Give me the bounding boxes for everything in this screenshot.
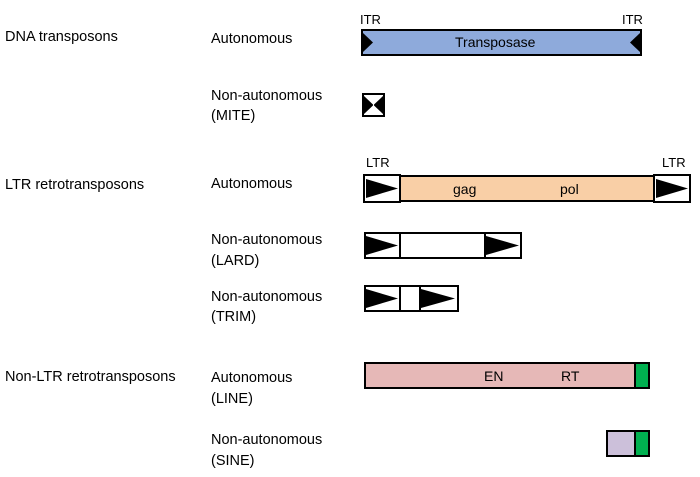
transposase-element	[361, 29, 642, 56]
sine-label-line1: Non-autonomous	[211, 432, 323, 448]
mite-label-line1: Non-autonomous	[211, 88, 323, 104]
category-ltr-retrotransposons: LTR retrotransposons	[5, 177, 145, 193]
dna-autonomous-label: Autonomous	[211, 31, 293, 47]
ltr-autonomous-label: Autonomous	[211, 176, 293, 192]
itr-right-label: ITR	[622, 12, 643, 27]
itr-left-triangle	[363, 33, 373, 52]
pol-label: pol	[560, 181, 579, 197]
category-non-ltr-retrotransposons: Non-LTR retrotransposons	[5, 369, 176, 385]
rt-label: RT	[561, 368, 580, 384]
itr-right-triangle	[630, 33, 640, 52]
ltr-left-label: LTR	[366, 155, 390, 170]
en-label: EN	[484, 368, 504, 384]
trim-label-line1: Non-autonomous	[211, 289, 323, 305]
ltr-right-label: LTR	[662, 155, 686, 170]
lard-label-line1: Non-autonomous	[211, 232, 323, 248]
trim-element	[364, 285, 459, 312]
itr-left-label: ITR	[360, 12, 381, 27]
line-3prime-tail	[634, 362, 650, 389]
lard-label-line2: (LARD)	[211, 253, 260, 269]
line-label-line2: (LINE)	[211, 391, 253, 407]
itr-triangles	[363, 33, 640, 52]
ltr-autonomous-ltrs	[363, 174, 691, 203]
lard-element	[364, 232, 522, 259]
line-label-line1: Autonomous	[211, 370, 293, 386]
mite-triangles	[364, 95, 383, 115]
mite-left-triangle	[364, 96, 374, 114]
sine-3prime-tail	[634, 430, 650, 457]
trim-label-line2: (TRIM)	[211, 309, 257, 325]
line-element	[364, 362, 650, 389]
transposase-label: Transposase	[455, 34, 536, 50]
mite-right-triangle	[373, 96, 383, 114]
category-dna-transposons: DNA transposons	[5, 29, 118, 45]
gag-label: gag	[453, 181, 477, 197]
mite-label-line2: (MITE)	[211, 108, 256, 124]
sine-label-line2: (SINE)	[211, 453, 255, 469]
